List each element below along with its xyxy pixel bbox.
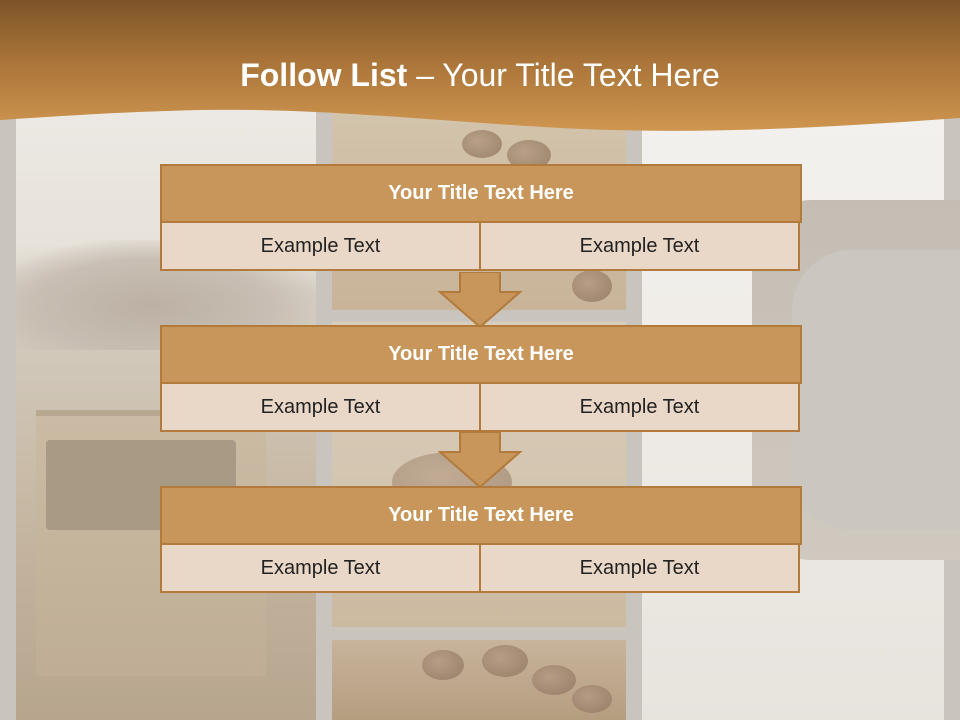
flow-block-3-right-text[interactable]: Example Text — [479, 543, 800, 593]
header-wave-shape — [0, 0, 960, 131]
header-band: Follow List – Your Title Text Here — [0, 0, 960, 140]
down-arrow-1-icon — [438, 272, 522, 328]
flow-block-2-left-text[interactable]: Example Text — [160, 382, 481, 432]
slide-title-rest: – Your Title Text Here — [407, 57, 720, 93]
flow-block-1-left-text[interactable]: Example Text — [160, 221, 481, 271]
flow-block-2-title[interactable]: Your Title Text Here — [160, 325, 802, 384]
coffee-surface-shape — [792, 250, 960, 530]
background-photo-beans-bottom — [332, 640, 626, 720]
flow-block-3-left-text[interactable]: Example Text — [160, 543, 481, 593]
slide-title-bold: Follow List — [240, 57, 408, 93]
flow-block-2-right-text[interactable]: Example Text — [479, 382, 800, 432]
flow-block-1-title[interactable]: Your Title Text Here — [160, 164, 802, 223]
slide-title: Follow List – Your Title Text Here — [0, 55, 960, 95]
flow-block-1-right-text[interactable]: Example Text — [479, 221, 800, 271]
flow-block-3-title[interactable]: Your Title Text Here — [160, 486, 802, 545]
down-arrow-2-icon — [438, 432, 522, 488]
